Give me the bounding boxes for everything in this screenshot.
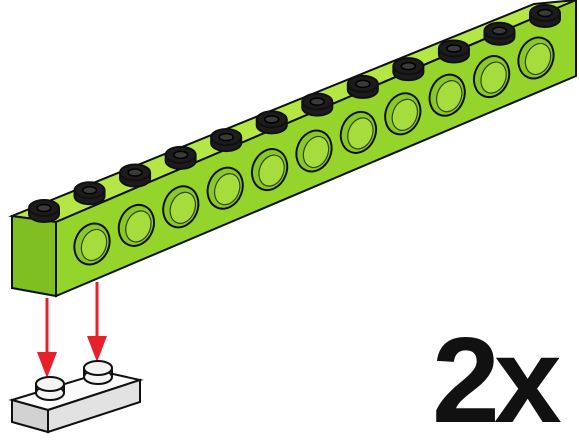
beam-stud	[164, 145, 197, 170]
plate-1x2	[8, 360, 144, 434]
plate-end-face	[11, 398, 49, 434]
beam-stud	[119, 163, 152, 188]
beam-hole	[384, 92, 422, 136]
beam-stud	[346, 74, 379, 99]
arrow-left	[37, 298, 57, 378]
plate-stud	[35, 376, 65, 401]
beam-hole	[428, 73, 466, 117]
beam-hole	[517, 36, 555, 80]
beam-stud	[255, 110, 288, 135]
beam-end-face	[11, 214, 57, 298]
beam-hole	[73, 222, 111, 266]
beam-stud	[28, 199, 60, 223]
beam-hole	[339, 110, 378, 154]
beam-hole	[295, 129, 333, 173]
beam-stud	[392, 57, 425, 82]
beam-hole	[117, 203, 156, 247]
beam-stud	[529, 4, 561, 28]
quantity-label: 2x	[432, 318, 562, 443]
beam-stud	[73, 181, 106, 206]
beam-hole	[472, 55, 511, 99]
beam-stud	[301, 92, 334, 117]
beam-holes	[73, 36, 555, 266]
beam-stud	[483, 21, 516, 46]
plate-stud	[83, 360, 113, 385]
arrow-right	[87, 282, 107, 362]
beam-stud	[437, 39, 470, 64]
beam-stud	[210, 128, 243, 153]
beam-studs	[28, 4, 561, 223]
beam-hole	[250, 148, 289, 192]
beam-hole	[162, 185, 200, 229]
plate-studs	[35, 360, 113, 401]
beam-hole	[206, 166, 244, 210]
